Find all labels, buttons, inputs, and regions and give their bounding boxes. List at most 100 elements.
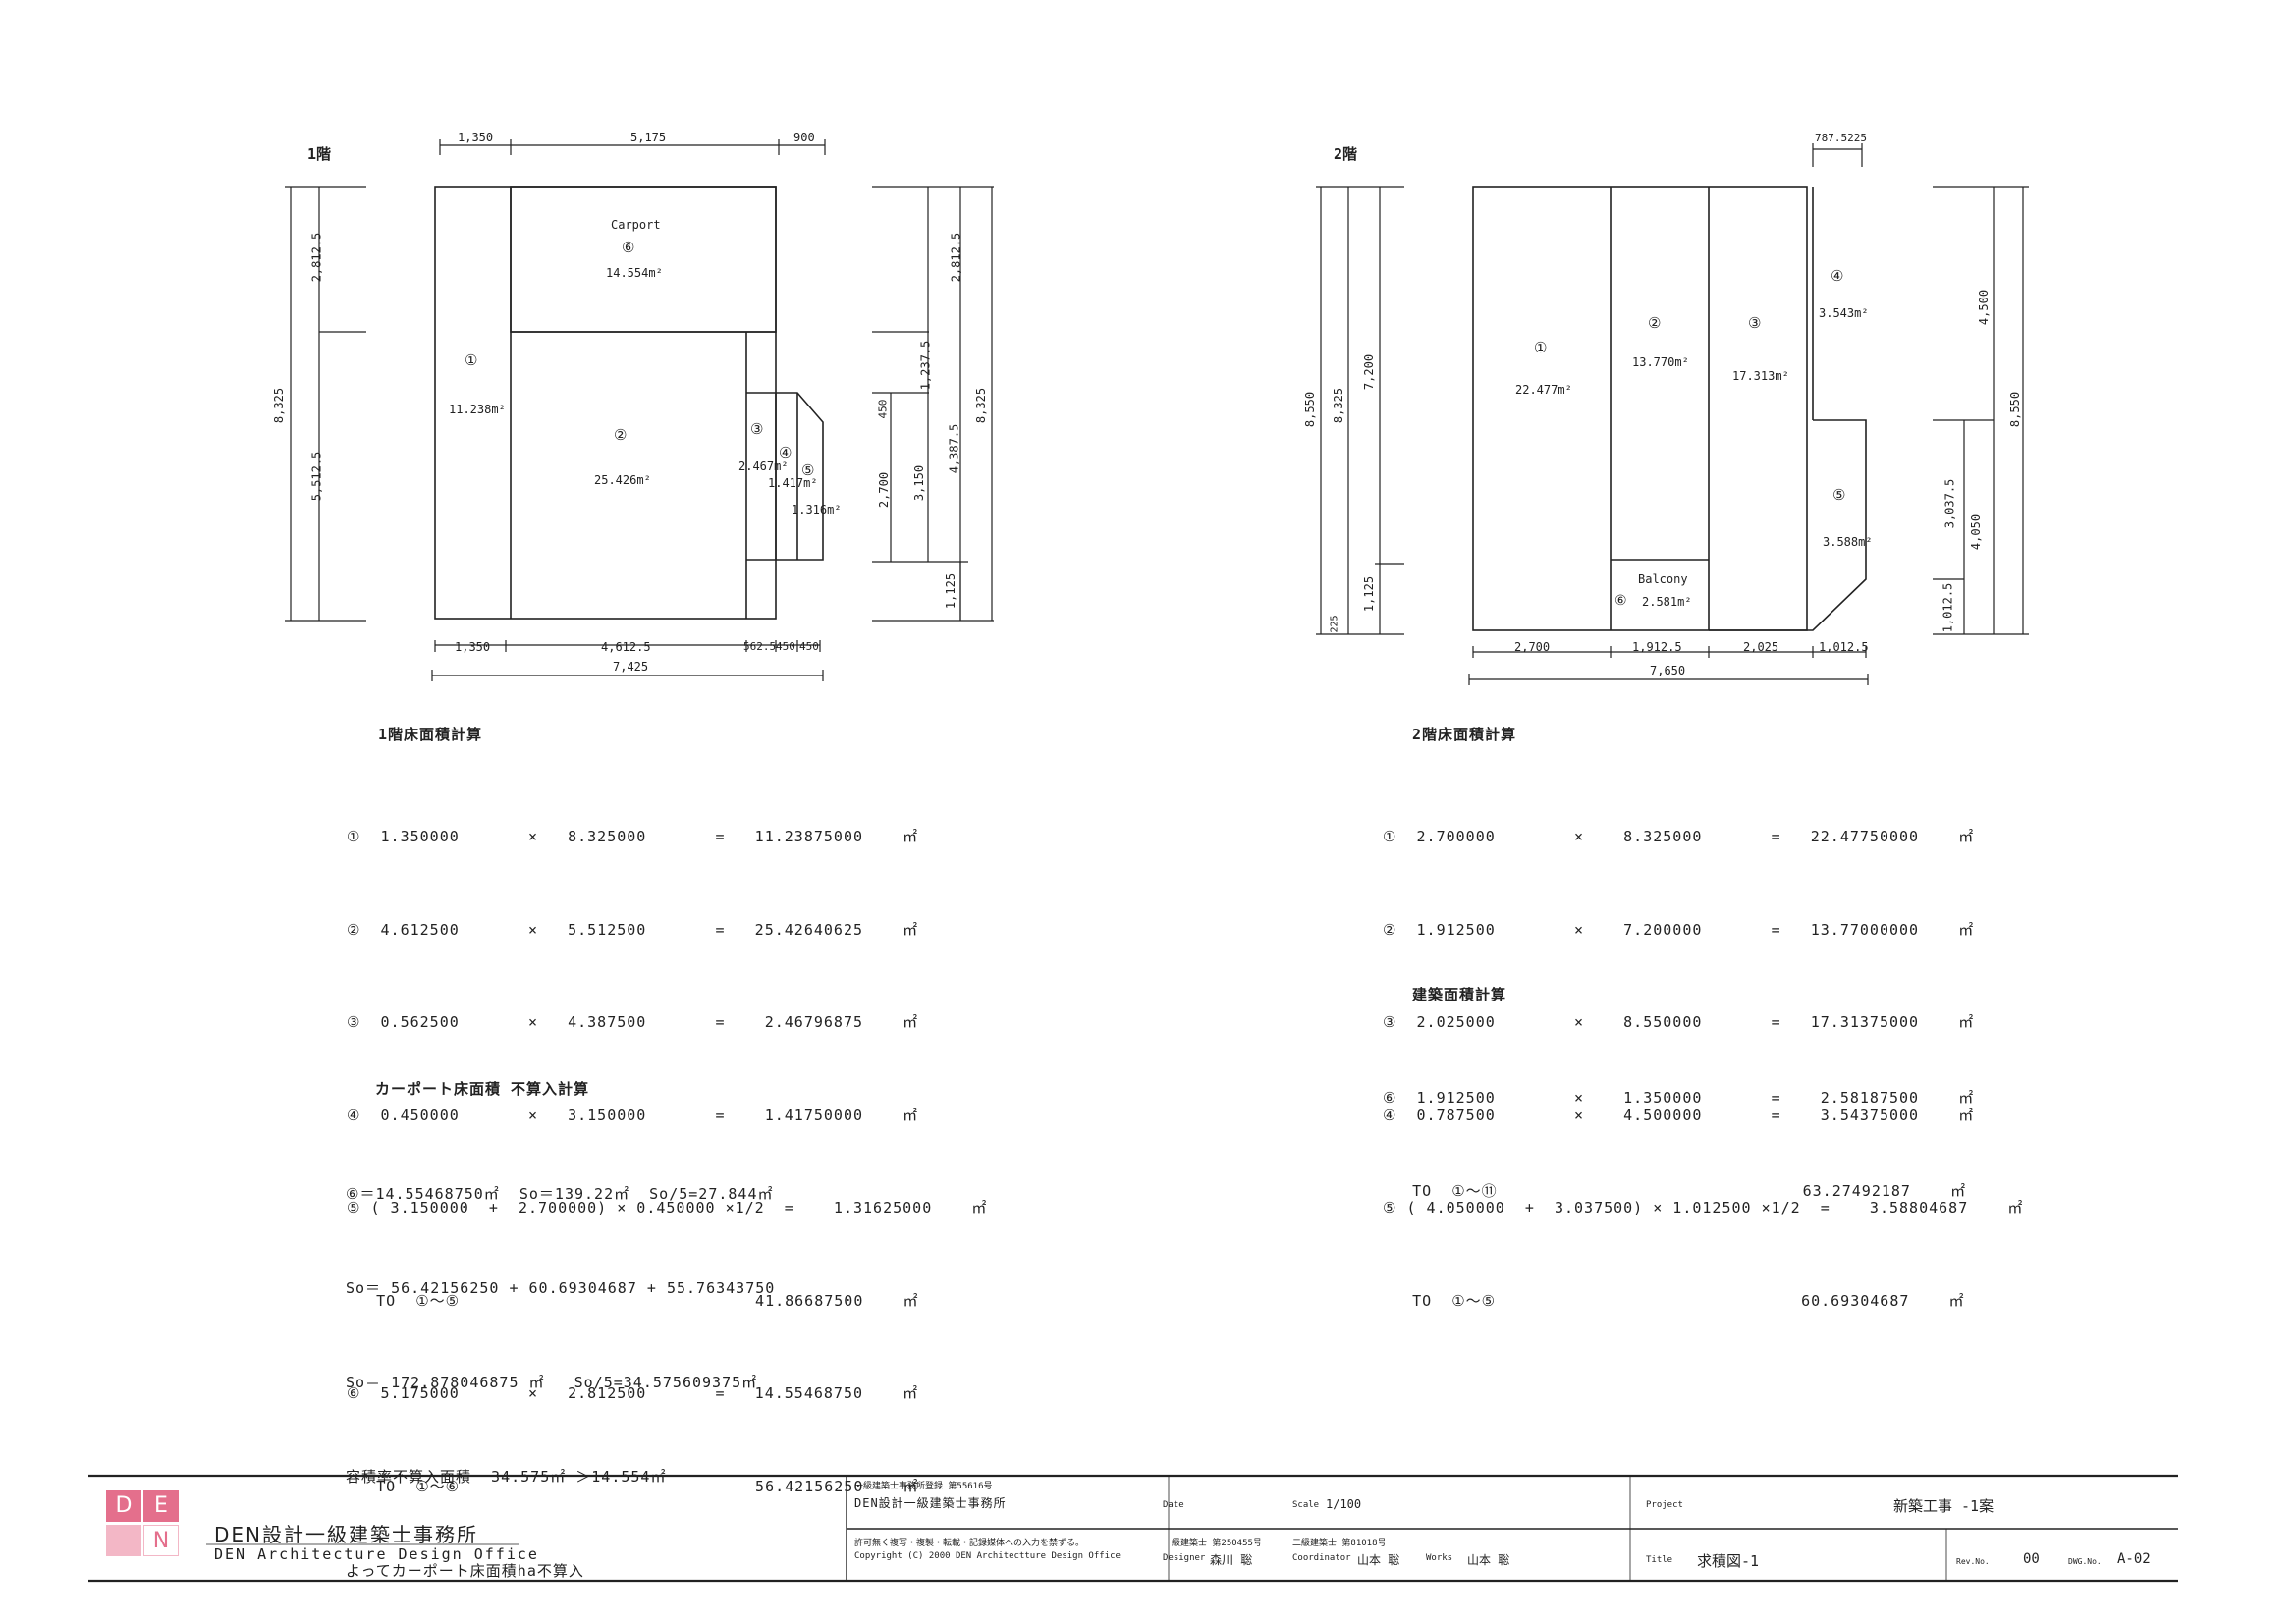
logo-letter: N <box>143 1525 179 1556</box>
calc3-heading: 建築面積計算 <box>1412 986 1507 1003</box>
floor2-dim-right: 3,037.5 <box>1942 478 1957 529</box>
floor1-dim-right: 450 <box>876 399 890 419</box>
floor2-dim-left: 8,325 <box>1332 387 1346 424</box>
room-no: ⑥ <box>1614 593 1627 609</box>
floor2-dim-left: 7,200 <box>1362 353 1377 391</box>
designer-name: 森川 聡 <box>1210 1553 1253 1567</box>
floor1-dim-top: 5,175 <box>630 131 667 144</box>
scale-label: Scale <box>1292 1500 1320 1510</box>
logo: D E N <box>106 1490 181 1557</box>
dwg-value: A-02 <box>2117 1551 2151 1567</box>
carport-label: Carport <box>611 218 661 232</box>
calc1-table: ① 1.350000 × 8.325000 = 11.23875000 ㎡ ② … <box>347 760 987 1534</box>
date-label: Date <box>1163 1500 1184 1510</box>
floor1-dim-total: 7,425 <box>613 660 649 674</box>
calc-row: ⑥ 5.175000 × 2.812500 = 14.55468750 ㎡ <box>347 1384 919 1402</box>
calc-line: よってカーポート床面積ha不算入 <box>346 1562 584 1580</box>
room-no: ② <box>614 426 628 444</box>
dwg-label: DWG.No. <box>2068 1557 2102 1566</box>
calc-row: ④ 0.450000 × 3.150000 = 1.41750000 ㎡ <box>347 1106 919 1124</box>
logo-block <box>106 1525 141 1556</box>
floor1-dim-right: 2,812.5 <box>949 232 963 283</box>
floor1-dim-top: 1,350 <box>458 131 494 144</box>
carport-calc: ⑥＝14.55468750㎡ So＝139.22㎡ So/5=27.844㎡ S… <box>346 1115 775 1618</box>
room-area: 17.313m² <box>1732 369 1789 383</box>
floor1-dim-left: 5,512.5 <box>309 451 324 502</box>
carport-heading: カーポート床面積 不算入計算 <box>375 1080 590 1098</box>
room-no: ⑤ <box>1832 486 1846 504</box>
floor1-dimensions <box>285 139 994 681</box>
calc2-table: ① 2.700000 × 8.325000 = 22.47750000 ㎡ ② … <box>1383 760 2023 1348</box>
floor1-dim-bottom: 450 <box>799 640 819 653</box>
company-name-en: DEN Architecture Design Office <box>214 1545 539 1563</box>
calc-line: ⑥＝14.55468750㎡ So＝139.22㎡ So/5=27.844㎡ <box>346 1185 774 1203</box>
floor1-dim-bottom: 4,612.5 <box>601 640 651 654</box>
project-label: Project <box>1646 1500 1683 1510</box>
floor2-label: 2階 <box>1334 145 1358 163</box>
scale-value: 1/100 <box>1326 1497 1362 1511</box>
room-area: 11.238m² <box>449 403 506 416</box>
works-label: Works <box>1426 1553 1453 1563</box>
calc-row: ③ 0.562500 × 4.387500 = 2.46796875 ㎡ <box>347 1013 919 1031</box>
floor2-dim-bottom: 1,012.5 <box>1819 640 1869 654</box>
room-area: 2.467m² <box>738 460 789 473</box>
company-name-jp: DEN設計一級建築士事務所 <box>214 1523 478 1546</box>
room-no: ③ <box>750 420 764 438</box>
room-area: 3.588m² <box>1823 535 1873 549</box>
room-area: 14.554m² <box>606 266 663 280</box>
works-name: 山本 聡 <box>1467 1553 1510 1567</box>
room-area: 13.770m² <box>1632 355 1689 369</box>
floor2-dim-bottom: 2,025 <box>1743 640 1779 654</box>
floor2-dimensions <box>1316 143 2029 685</box>
floor1-dim-right: 3,150 <box>912 464 927 502</box>
room-no: ① <box>465 352 478 369</box>
floor1-dim-right-total: 8,325 <box>974 387 989 424</box>
calc-line: So＝ 56.42156250 + 60.69304687 + 55.76343… <box>346 1279 776 1297</box>
project-value: 新築工事 -1案 <box>1893 1497 1995 1515</box>
calc1-heading: 1階床面積計算 <box>378 726 483 743</box>
floor2-outline <box>1472 186 1808 631</box>
logo-letter: D <box>106 1490 141 1522</box>
room-area: 25.426m² <box>594 473 651 487</box>
floor1-dim-left: 2,812.5 <box>309 232 324 283</box>
calc-row: TO ①～⑤ 41.86687500 ㎡ <box>347 1291 919 1310</box>
floor2-dim-top: 787.5225 <box>1815 132 1867 144</box>
designer-label: Designer <box>1163 1553 1206 1563</box>
calc-row: ⑤ ( 3.150000 + 2.700000) × 0.450000 ×1/2… <box>347 1199 988 1217</box>
room-area: 1.316m² <box>792 503 842 516</box>
balcony-label: Balcony <box>1638 572 1688 586</box>
calc-row: TO ①～⑤ 60.69304687 ㎡ <box>1383 1291 1965 1310</box>
calc-row: ⑥ 1.912500 × 1.350000 = 2.58187500 ㎡ <box>1383 1089 1975 1107</box>
room-area: 3.543m² <box>1819 306 1869 320</box>
registration: 一級建築士事務所登録 第55616号 <box>854 1482 993 1491</box>
room-no: ④ <box>779 444 793 461</box>
floor1-dim-bottom: 450 <box>776 640 795 653</box>
architect-1: 一級建築士 第250455号 <box>1163 1539 1262 1548</box>
floor2-dim-left: 1,125 <box>1362 575 1377 613</box>
calc-row: ③ 2.025000 × 8.550000 = 17.31375000 ㎡ <box>1383 1013 1975 1031</box>
room-no: ⑤ <box>801 461 815 479</box>
calc-line: So＝ 172.878046875 ㎡ So/5=34.575609375㎡ <box>346 1374 758 1391</box>
floor1-label: 1階 <box>307 145 332 163</box>
calc-row: TO ①～⑥ 56.42156250 ㎡ <box>347 1477 919 1495</box>
floor1-dim-right: 1,237.5 <box>918 340 933 391</box>
floor2-dim-left: 8,550 <box>1303 391 1318 428</box>
architect-2: 二級建築士 第81018号 <box>1292 1539 1387 1548</box>
floor2-dim-bottom: 2,700 <box>1514 640 1551 654</box>
calc3-table: ⑥ 1.912500 × 1.350000 = 2.58187500 ㎡ TO … <box>1383 1021 1974 1238</box>
room-area: 22.477m² <box>1515 383 1572 397</box>
logo-letter: E <box>143 1490 179 1522</box>
copy-notice: 許可無く複写・複製・転載・記録媒体への入力を禁ずる。 <box>854 1539 1085 1548</box>
floor1-dim-right: 2,700 <box>877 471 892 509</box>
room-no: ① <box>1534 339 1548 356</box>
floor1-dim-bottom: 562.5 <box>743 640 777 653</box>
calc2-heading: 2階床面積計算 <box>1412 726 1517 743</box>
floor2-dim-right: 1,012.5 <box>1941 582 1955 633</box>
copyright: Copyright (C) 2000 DEN Architectture Des… <box>854 1551 1121 1561</box>
floor2-dim-right: 4,050 <box>1969 514 1984 551</box>
rev-value: 00 <box>2023 1551 2040 1567</box>
room-no: ⑥ <box>622 239 635 256</box>
calc-row: ① 2.700000 × 8.325000 = 22.47750000 ㎡ <box>1383 828 1975 845</box>
floor1-dim-right: 1,125 <box>944 572 958 610</box>
